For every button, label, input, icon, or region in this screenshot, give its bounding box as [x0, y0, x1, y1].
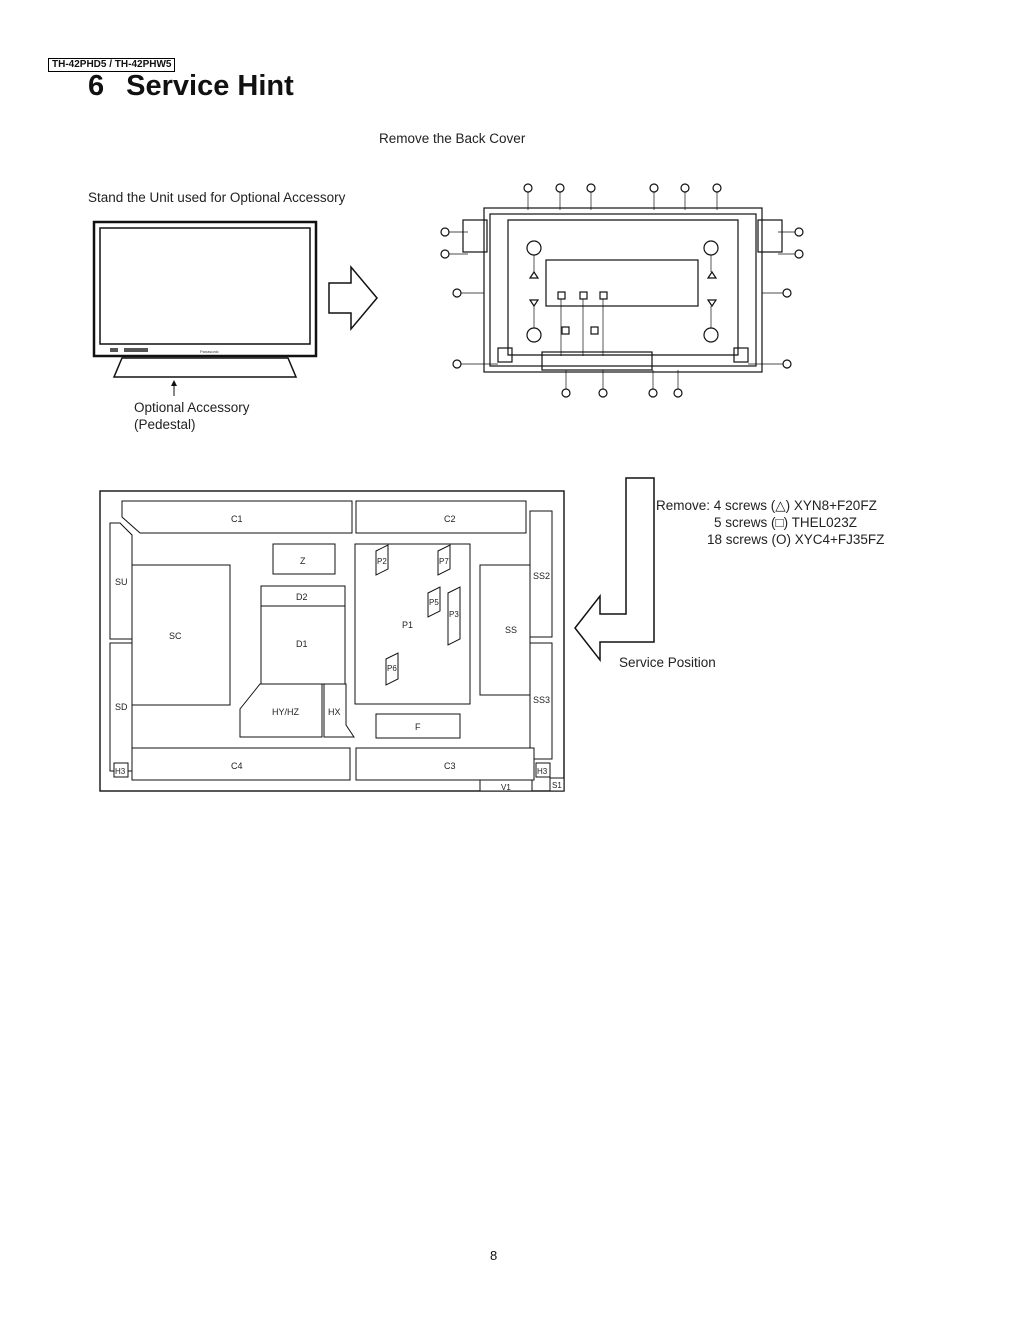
board-sc-label: SC	[169, 631, 182, 641]
screw-line-1: Remove: 4 screws (△) XYN8+F20FZ	[656, 498, 877, 513]
right-arrow-icon	[328, 264, 378, 332]
tv-front-illustration: Panasonic	[92, 220, 318, 396]
board-c3-label: C3	[444, 761, 456, 771]
board-ss3-label: SS3	[533, 695, 550, 705]
screw-line-3: 18 screws (O) XYC4+FJ35FZ	[707, 532, 885, 547]
screw-list: Remove: 4 screws (△) XYN8+F20FZ 5 screws…	[656, 497, 884, 548]
board-c2-label: C2	[444, 514, 456, 524]
board-p3-label: P3	[449, 610, 459, 619]
pedestal-caption: (Pedestal)	[134, 417, 196, 432]
board-v1-label: V1	[501, 783, 511, 792]
board-p2-label: P2	[377, 557, 387, 566]
remove-back-cover-caption: Remove the Back Cover	[379, 131, 526, 146]
board-h3-left-label: H3	[115, 767, 126, 776]
board-p5-label: P5	[429, 598, 439, 607]
board-hx-label: HX	[328, 707, 341, 717]
board-layout-diagram: C1 C2 SU SD SC Z D2 D1 HY/HZ HX F P1 P2 …	[99, 490, 565, 792]
board-z-label: Z	[300, 556, 306, 566]
section-title: Service Hint	[126, 70, 294, 102]
back-cover-illustration	[440, 183, 804, 398]
board-s1-label: S1	[552, 781, 562, 790]
page-title: 6 Service Hint	[88, 70, 294, 103]
screw-line-2: 5 screws (□) THEL023Z	[714, 515, 857, 530]
board-f-label: F	[415, 722, 421, 732]
tv-brand-label: Panasonic	[200, 349, 219, 354]
board-p6-label: P6	[387, 664, 397, 673]
board-sd-label: SD	[115, 702, 128, 712]
board-hyhz-label: HY/HZ	[272, 707, 300, 717]
board-c4-label: C4	[231, 761, 243, 771]
model-tag: TH-42PHD5 / TH-42PHW5	[48, 58, 176, 72]
board-su-label: SU	[115, 577, 128, 587]
service-position-caption: Service Position	[619, 655, 716, 670]
board-ss-label: SS	[505, 625, 517, 635]
stand-unit-caption: Stand the Unit used for Optional Accesso…	[88, 190, 346, 205]
board-d2-label: D2	[296, 592, 308, 602]
board-p7-label: P7	[439, 557, 449, 566]
board-h3-right-label: H3	[537, 767, 548, 776]
board-d1-label: D1	[296, 639, 308, 649]
section-number: 6	[88, 70, 105, 102]
optional-accessory-caption: Optional Accessory	[134, 400, 250, 415]
page-number: 8	[490, 1248, 498, 1263]
board-ss2-label: SS2	[533, 571, 550, 581]
board-c1-label: C1	[231, 514, 243, 524]
service-position-arrow-icon	[574, 477, 655, 663]
board-p1-label: P1	[402, 620, 413, 630]
